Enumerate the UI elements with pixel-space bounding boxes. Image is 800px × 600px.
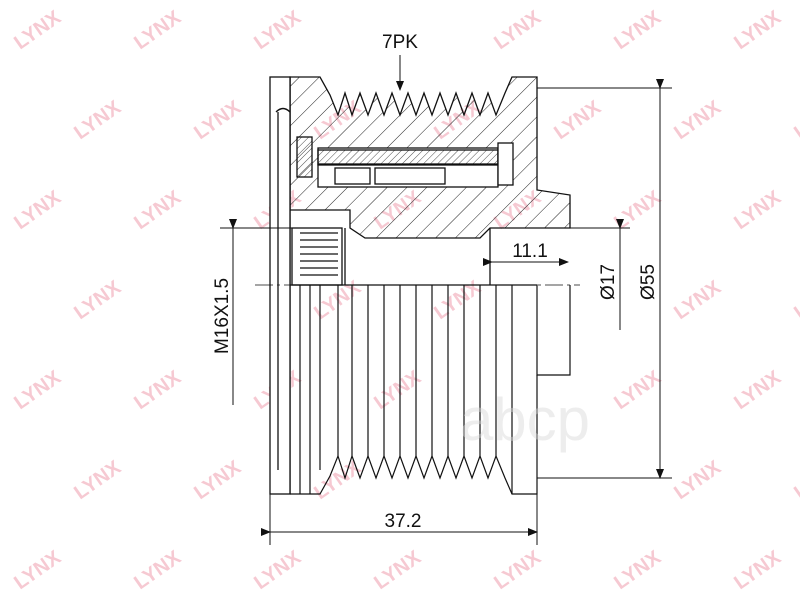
lynx-watermark: LYNX [670, 456, 725, 504]
lynx-watermark: LYNX [490, 6, 545, 54]
lynx-watermark: LYNX [490, 546, 545, 594]
lynx-watermark: LYNX [190, 456, 245, 504]
lynx-watermark: LYNX [310, 456, 365, 504]
lynx-watermark: LYNX [610, 366, 665, 414]
lynx-watermark: LYNX [130, 546, 185, 594]
lynx-watermark: LYNX [610, 6, 665, 54]
belt-profile-label: 7PK [382, 32, 418, 53]
lynx-watermark: LYNX [790, 276, 800, 324]
lynx-watermark: LYNX [130, 6, 185, 54]
lynx-watermark: LYNX [730, 546, 785, 594]
lynx-watermark: LYNX [10, 546, 65, 594]
bore-diameter-dimension: Ø17 [598, 264, 619, 300]
lynx-watermark: LYNX [70, 96, 125, 144]
lynx-watermark: LYNX [370, 366, 425, 414]
lynx-watermark: LYNX [10, 366, 65, 414]
lynx-watermark: LYNX [550, 96, 605, 144]
lynx-watermark: LYNX [250, 546, 305, 594]
pulley-outer-view [255, 284, 580, 495]
lynx-watermark: LYNX [790, 96, 800, 144]
lynx-watermark: LYNX [130, 366, 185, 414]
lynx-watermark: LYNX [70, 456, 125, 504]
lynx-watermark: LYNX [610, 186, 665, 234]
dimensions [220, 55, 672, 545]
lynx-watermark: LYNX [10, 186, 65, 234]
bore-depth-dimension: 11.1 [512, 241, 548, 262]
thread-section [291, 227, 346, 286]
lynx-watermark: LYNX [610, 546, 665, 594]
lynx-watermark: LYNX [730, 6, 785, 54]
outer-diameter-dimension: Ø55 [638, 264, 659, 300]
lynx-watermark: LYNX [730, 366, 785, 414]
lynx-watermark: LYNX [250, 6, 305, 54]
lynx-watermark: LYNX [190, 96, 245, 144]
site-watermark: abcp [460, 386, 590, 453]
lynx-watermark: LYNX [70, 276, 125, 324]
thread-dimension: M16X1.5 [212, 278, 233, 354]
lynx-watermark: LYNX [730, 186, 785, 234]
lynx-watermark: LYNX [10, 6, 65, 54]
pulley-section [269, 76, 571, 495]
lynx-watermark: LYNX [370, 546, 425, 594]
lynx-watermark: LYNX [670, 276, 725, 324]
lynx-watermark: LYNX [790, 456, 800, 504]
lynx-watermark: LYNX [430, 276, 485, 324]
lynx-watermark: LYNX [130, 186, 185, 234]
overall-length-dimension: 37.2 [385, 511, 422, 532]
lynx-watermark: LYNX [670, 96, 725, 144]
